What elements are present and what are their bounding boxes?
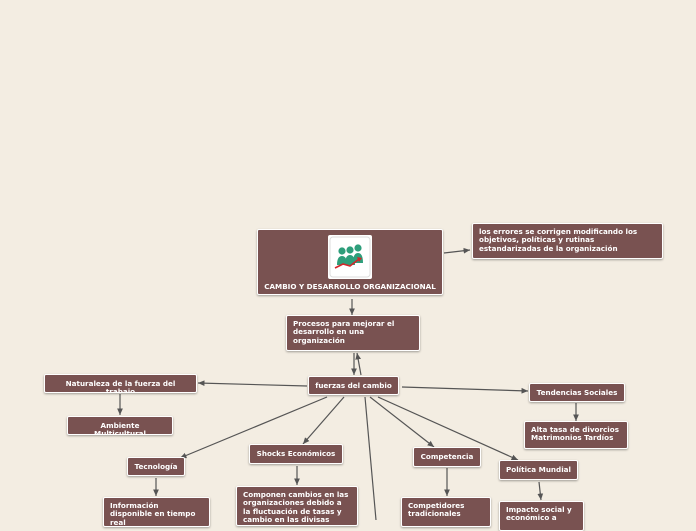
edge-root-errores [443, 247, 471, 254]
node-shocks-detalle[interactable]: Componen cambios en las organizaciones d… [236, 486, 358, 526]
people-growth-icon [328, 235, 372, 279]
connector-lines [117, 247, 579, 520]
root-node[interactable]: CAMBIO Y DESARROLLO ORGANIZACIONAL [257, 229, 443, 295]
node-naturaleza[interactable]: Naturaleza de la fuerza del trabajo [44, 374, 197, 393]
node-tendencias[interactable]: Tendencias Sociales [529, 383, 625, 402]
node-fuerzas[interactable]: fuerzas del cambio [308, 376, 399, 395]
edge-fuerzas-shocks [302, 396, 345, 445]
node-multicultural[interactable]: Ambiente Multicultural [67, 416, 173, 435]
edge-politica-impacto [537, 481, 544, 501]
node-impacto[interactable]: Impacto social y económico a [499, 501, 584, 531]
node-divorcios[interactable]: Alta tasa de divorcios Matrimonios Tardí… [524, 421, 628, 449]
node-shocks[interactable]: Shocks Económicos [249, 444, 343, 464]
edge-fuerzas-naturaleza [197, 380, 308, 387]
edge-fuerzas-competencia [369, 396, 435, 448]
node-tecnologia[interactable]: Tecnología [127, 457, 185, 476]
root-title: CAMBIO Y DESARROLLO ORGANIZACIONAL [264, 282, 436, 291]
node-competidores[interactable]: Competidores tradicionales [401, 497, 491, 527]
node-politica[interactable]: Política Mundial [499, 460, 578, 480]
edge-fuerzas-procesos [355, 352, 362, 376]
edge-fuerzas-offscreen [364, 396, 377, 520]
edge-fuerzas-politica [377, 396, 519, 461]
edge-fuerzas-tendencias [401, 386, 529, 394]
node-errores[interactable]: los errores se corrigen modificando los … [472, 223, 663, 259]
node-competencia[interactable]: Competencia [413, 447, 481, 467]
node-informacion[interactable]: Información disponible en tiempo real [103, 497, 210, 527]
node-procesos[interactable]: Procesos para mejorar el desarrollo en u… [286, 315, 420, 351]
edge-fuerzas-tecnologia [179, 396, 328, 459]
